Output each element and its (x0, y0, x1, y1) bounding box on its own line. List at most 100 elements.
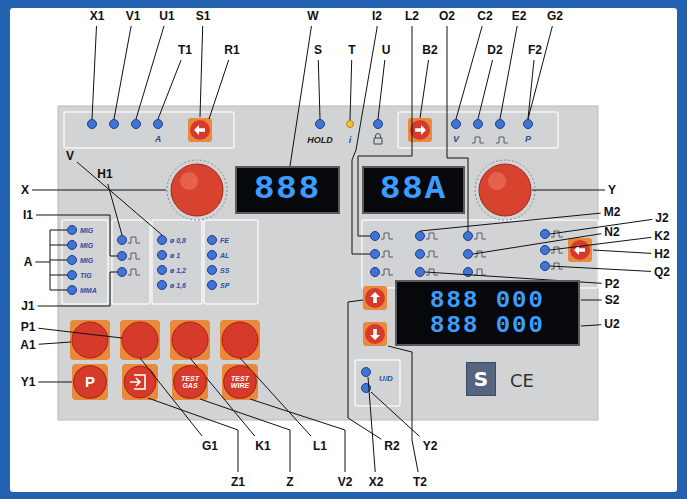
callout-letter: D2 (487, 43, 502, 57)
mode-label: MIG (80, 227, 93, 234)
mode-label: ø 1,6 (170, 282, 186, 289)
callout-letter: S (314, 43, 322, 57)
led-display: 888 000888 000 (395, 280, 580, 346)
arrow-glyph (415, 125, 426, 135)
mode-label: ø 1 (170, 252, 180, 259)
leader-line (550, 237, 651, 250)
leader-line (39, 342, 71, 344)
callout-letter: J2 (655, 211, 668, 225)
leader-line (420, 60, 429, 118)
button-pad (188, 118, 212, 142)
arrow-button (568, 238, 592, 262)
leader-line (593, 250, 651, 253)
mode-label: SS (220, 267, 229, 274)
callout-letter: X (21, 183, 29, 197)
leader-line (456, 26, 482, 119)
indicator-label: V (453, 134, 459, 144)
led (68, 226, 77, 235)
callout-letter: U1 (159, 9, 174, 23)
leader-line (528, 26, 552, 119)
led-display: 88A (362, 166, 465, 214)
leader-line (92, 26, 97, 119)
led (416, 232, 425, 241)
led (371, 232, 380, 241)
function-icon (128, 237, 140, 243)
function-icon (381, 233, 393, 239)
leader-line (32, 190, 166, 191)
function-icon (496, 137, 508, 143)
leader-line (420, 213, 601, 231)
leader-line (158, 60, 181, 119)
mode-label: MIG (80, 257, 93, 264)
led (158, 251, 167, 260)
round-button (122, 322, 158, 358)
function-label: HOLD (307, 135, 333, 145)
arrow-glyph (194, 125, 205, 135)
led (118, 252, 127, 261)
lock-icon (374, 134, 382, 145)
leader-line (581, 300, 602, 301)
led (416, 268, 425, 277)
led (208, 251, 217, 260)
indicator-label: P (525, 134, 531, 144)
leader-line (478, 60, 493, 119)
round-button (172, 322, 208, 358)
leader-line (136, 26, 164, 119)
button-cap (365, 324, 385, 344)
leader-line (550, 266, 651, 271)
callout-letter: I1 (23, 208, 33, 222)
group-outline (64, 112, 234, 148)
callout-letter: G2 (547, 9, 563, 23)
button-pad (568, 238, 592, 262)
paper (10, 8, 677, 492)
callout-letter: Z1 (231, 475, 245, 489)
callout-letter: C2 (477, 9, 492, 23)
callout-letter: Q2 (654, 265, 670, 279)
callout-letter: H1 (97, 167, 112, 181)
node-text: TEST GAS (178, 375, 202, 390)
callout-letter: X1 (90, 9, 105, 23)
knob-scale (167, 160, 227, 220)
callout-letter: L1 (313, 439, 327, 453)
callout-letter: U (382, 43, 391, 57)
button-cap (174, 366, 207, 399)
button-cap (190, 120, 210, 140)
leader-line (348, 300, 381, 439)
callout-letter: T (348, 43, 355, 57)
callout-letter: B2 (422, 43, 437, 57)
mode-label: FE (220, 237, 229, 244)
group-outline (362, 220, 598, 288)
callout-letter: Z (286, 475, 293, 489)
group-outline (355, 360, 400, 406)
callout-letter: I2 (372, 9, 382, 23)
leader-line (550, 219, 652, 234)
leader-line (378, 60, 385, 119)
mode-label: AL (220, 252, 229, 259)
node-text: S (474, 367, 488, 391)
arrow-glyph (370, 329, 380, 340)
indicator-label: A (155, 134, 162, 144)
leader-line (532, 190, 605, 191)
button-pad (170, 320, 210, 360)
test-button: TEST WIRE (223, 365, 257, 399)
group-outline (112, 220, 150, 304)
led (208, 236, 217, 245)
leader-line (528, 60, 534, 119)
button-pad (363, 286, 387, 310)
function-icon (472, 137, 484, 143)
button-cap (365, 288, 385, 308)
node-text: 888 000 (430, 313, 545, 338)
mode-label: TIG (80, 272, 92, 279)
callout-letter: T1 (178, 43, 192, 57)
led (474, 120, 483, 129)
callout-letter: F2 (528, 43, 542, 57)
led (541, 230, 550, 239)
group-outline (62, 220, 108, 304)
callout-letter: J1 (21, 299, 34, 313)
led (524, 120, 533, 129)
callout-letter: V1 (126, 9, 141, 23)
led (362, 368, 371, 377)
bracket (50, 230, 67, 290)
callout-letter: S2 (605, 293, 620, 307)
